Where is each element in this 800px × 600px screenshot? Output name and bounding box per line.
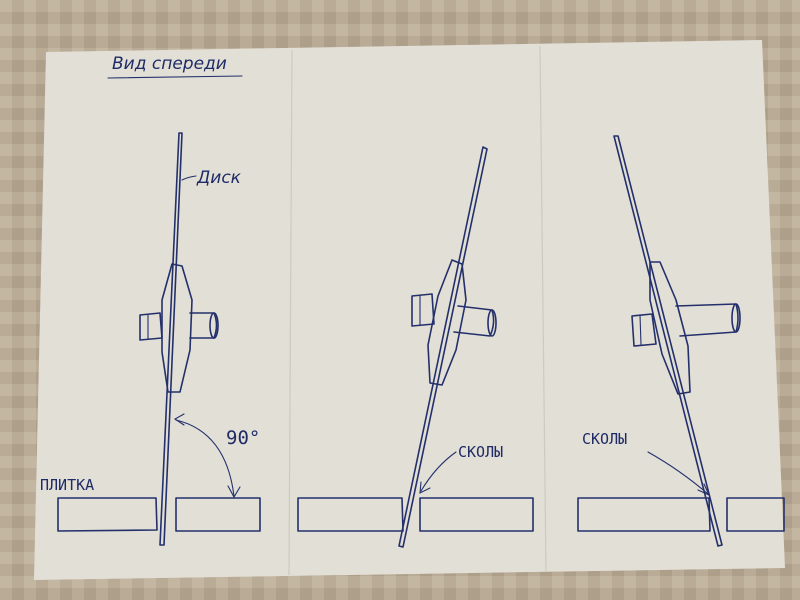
shaft-end-2 — [487, 309, 497, 337]
tile-left-3 — [577, 497, 711, 532]
angle-arrow-top — [173, 413, 185, 426]
flange-3 — [649, 261, 691, 395]
tile-left-1 — [57, 497, 158, 532]
disk-blade-1 — [159, 132, 183, 546]
chips-leader-2 — [647, 451, 709, 495]
disk-blade-3 — [613, 135, 723, 547]
nut-edge-3 — [639, 314, 642, 346]
shaft-end-1 — [209, 312, 219, 339]
fold-line-1 — [288, 49, 293, 576]
nut-3 — [631, 313, 657, 347]
chips-arrow-2 — [697, 483, 711, 497]
shaft-end-3 — [731, 303, 741, 333]
disk-leader — [181, 175, 197, 181]
chips-label-1: СКОЛЫ — [458, 443, 503, 461]
paper-shade — [34, 40, 785, 580]
angle-label: 90° — [226, 427, 260, 449]
chips-arrow-1 — [419, 481, 431, 494]
tile-right-1 — [175, 497, 261, 532]
fold-line-2 — [539, 45, 547, 573]
title-underline — [107, 75, 243, 79]
paper-sheet — [34, 40, 785, 580]
disk-label: Диск — [196, 168, 242, 188]
panel-perpendicular-cut: Диск 90° ПЛИТКА — [40, 132, 261, 546]
chips-leader-1 — [420, 451, 457, 492]
panel-tilt-right: СКОЛЫ — [577, 135, 785, 547]
chips-label-2: СКОЛЫ — [582, 430, 627, 448]
nut-1 — [139, 312, 163, 341]
angle-arrow-bottom — [227, 485, 241, 499]
disk-blade-2 — [398, 146, 488, 548]
nut-2 — [411, 293, 435, 327]
angle-arc — [175, 419, 235, 497]
diagram-title: Вид спереди — [112, 54, 227, 74]
tile-right-3 — [726, 497, 785, 532]
flange-2 — [427, 259, 467, 386]
tile-right-2 — [419, 497, 534, 532]
tile-label: ПЛИТКА — [40, 476, 94, 494]
flange-1 — [161, 263, 193, 393]
tile-left-2 — [297, 497, 404, 532]
panel-tilt-left: СКОЛЫ — [297, 146, 534, 548]
